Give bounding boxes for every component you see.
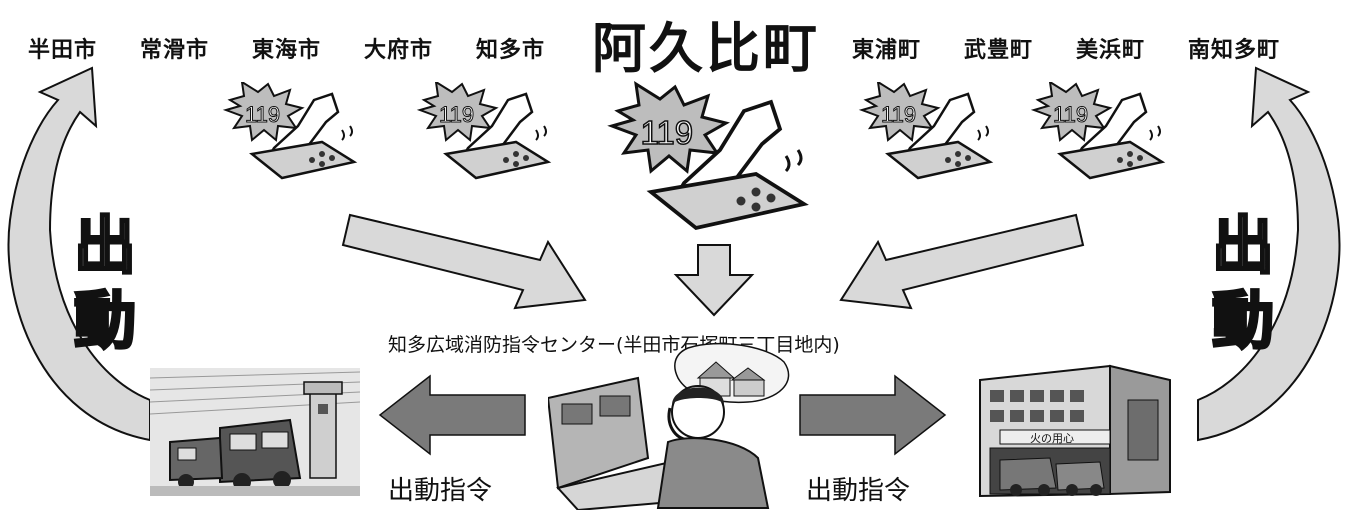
dispatch-order-label-right: 出動指令 bbox=[806, 476, 911, 506]
phone-number-text: 119 bbox=[439, 102, 474, 127]
emergency-phone-icon: 119 bbox=[416, 82, 552, 180]
phone-number-text: 119 bbox=[1053, 102, 1088, 127]
main-town-label: 阿久比町 bbox=[592, 17, 820, 80]
dispatch-order-label-left: 出動指令 bbox=[388, 476, 493, 506]
dispatch-curve-arrow-left bbox=[7, 66, 151, 442]
city-label-chita: 知多市 bbox=[476, 38, 546, 63]
city-label-tokoname: 常滑市 bbox=[140, 38, 210, 63]
city-label-mihama: 美浜町 bbox=[1076, 38, 1146, 63]
call-flow-arrow-right bbox=[839, 213, 1085, 310]
dispatch-side-label-right-bottom: 動 bbox=[1210, 283, 1275, 358]
city-label-minamichita: 南知多町 bbox=[1188, 38, 1281, 63]
call-flow-arrow-center bbox=[673, 244, 755, 317]
dispatch-side-label-right-top: 出 bbox=[1210, 208, 1275, 283]
fire-station-illustration: 火の用心 bbox=[979, 364, 1171, 498]
fire-engines-illustration bbox=[150, 368, 360, 496]
call-flow-arrow-left bbox=[341, 213, 587, 310]
city-label-handa: 半田市 bbox=[28, 38, 98, 63]
city-label-obu: 大府市 bbox=[364, 38, 434, 63]
dispatch-arrow-left bbox=[378, 374, 526, 456]
phone-number-text: 119 bbox=[641, 114, 694, 151]
dispatcher-illustration bbox=[548, 342, 790, 510]
city-label-tokai: 東海市 bbox=[252, 38, 322, 63]
dispatch-side-label-left-bottom: 動 bbox=[72, 283, 137, 358]
station-sign-text: 火の用心 bbox=[1030, 432, 1074, 445]
emergency-phone-icon: 119 bbox=[858, 82, 994, 180]
city-label-higashiura: 東浦町 bbox=[852, 38, 922, 63]
dispatch-side-label-left-top: 出 bbox=[72, 208, 137, 283]
emergency-phone-icon: 119 bbox=[607, 81, 809, 231]
dispatch-curve-arrow-right bbox=[1197, 66, 1341, 442]
dispatch-arrow-right bbox=[799, 374, 947, 456]
emergency-phone-icon: 119 bbox=[222, 82, 358, 180]
phone-number-text: 119 bbox=[245, 102, 280, 127]
city-label-taketoyo: 武豊町 bbox=[964, 38, 1034, 63]
emergency-phone-icon: 119 bbox=[1030, 82, 1166, 180]
phone-number-text: 119 bbox=[881, 102, 916, 127]
